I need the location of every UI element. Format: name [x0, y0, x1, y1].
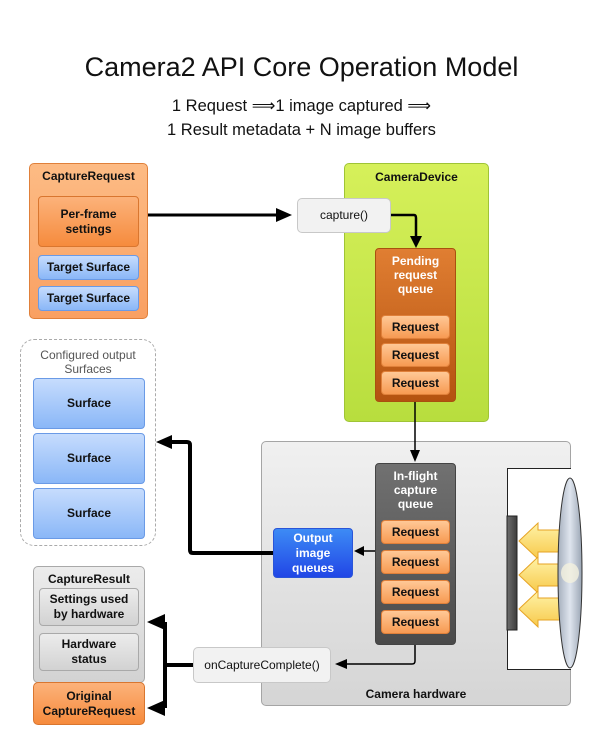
per-frame-settings-label: Per-frame settings	[60, 206, 117, 236]
pending-queue-label: Pending request queue	[391, 254, 440, 296]
arrow-inflight-to-callback	[346, 645, 416, 665]
settings-used-box: Settings used by hardware	[39, 588, 139, 626]
request-label: Request	[391, 554, 440, 569]
pending-request-item: Request	[381, 315, 450, 339]
pending-request-queue: Pending request queue Request Request Re…	[375, 248, 456, 402]
pending-request-item: Request	[381, 343, 450, 367]
diagram-title: Camera2 API Core Operation Model	[84, 52, 519, 82]
output-image-queues-box: Output image queues	[273, 528, 353, 578]
arrow-output-to-surfaces	[170, 440, 273, 555]
request-label: Request	[391, 319, 440, 334]
inflight-request-item: Request	[381, 580, 450, 604]
target-surface-label: Target Surface	[46, 291, 131, 305]
capture-result-box: CaptureResult Settings used by hardware …	[33, 566, 145, 683]
capture-result-label: CaptureResult	[47, 572, 130, 586]
camera-device-label: CameraDevice	[375, 170, 458, 184]
per-frame-settings-box: Per-frame settings	[38, 196, 139, 247]
arrowhead-icon	[276, 208, 292, 222]
arrowhead-icon	[335, 659, 347, 669]
arrowhead-icon	[147, 700, 165, 716]
request-label: Request	[391, 524, 440, 539]
capture-call-label: capture()	[319, 208, 369, 222]
surface-label: Surface	[66, 506, 112, 520]
target-surface-label: Target Surface	[46, 260, 131, 274]
on-capture-complete-box: onCaptureComplete()	[193, 647, 331, 683]
inflight-capture-queue: In-flight capture queue Request Request …	[375, 463, 456, 645]
settings-used-label: Settings used by hardware	[49, 592, 129, 621]
surface-box: Surface	[33, 378, 145, 429]
camera-hardware-label: Camera hardware	[365, 687, 467, 701]
arrowhead-icon	[410, 450, 420, 462]
surface-label: Surface	[66, 451, 112, 465]
inflight-request-item: Request	[381, 520, 450, 544]
request-label: Request	[391, 375, 440, 390]
capture-request-label: CaptureRequest	[42, 169, 135, 183]
configured-outputs-group: Configured output Surfaces Surface Surfa…	[20, 339, 156, 546]
subtitle-line-1: 1 Request ⟹1 image captured ⟹	[171, 97, 432, 115]
arrowhead-icon	[354, 546, 364, 556]
on-capture-complete-label: onCaptureComplete()	[204, 657, 320, 672]
original-capture-request-label: Original CaptureRequest	[42, 688, 136, 718]
request-label: Request	[391, 584, 440, 599]
pending-request-item: Request	[381, 371, 450, 395]
inflight-request-item: Request	[381, 610, 450, 634]
hardware-status-label: Hardware status	[61, 637, 117, 666]
arrowhead-icon	[147, 614, 165, 630]
arrow-capture-to-pending	[391, 213, 418, 236]
inflight-request-item: Request	[381, 550, 450, 574]
subtitle-line-2: 1 Result metadata + N image buffers	[167, 121, 436, 139]
arrowhead-icon	[410, 236, 422, 248]
target-surface-box: Target Surface	[38, 255, 139, 280]
request-label: Request	[391, 347, 440, 362]
image-sensor	[506, 515, 518, 631]
inflight-queue-label: In-flight capture queue	[393, 469, 438, 511]
arrowhead-icon	[156, 435, 172, 449]
capture-request-box: CaptureRequest Per-frame settings Target…	[29, 163, 148, 319]
output-image-queues-label: Output image queues	[291, 530, 334, 575]
original-capture-request-box: Original CaptureRequest	[33, 682, 145, 725]
target-surface-box: Target Surface	[38, 286, 139, 311]
capture-call-box: capture()	[297, 198, 391, 233]
request-label: Request	[391, 614, 440, 629]
hardware-status-box: Hardware status	[39, 633, 139, 671]
surface-box: Surface	[33, 488, 145, 539]
configured-outputs-label: Configured output Surfaces	[40, 348, 136, 376]
surface-box: Surface	[33, 433, 145, 484]
surface-label: Surface	[66, 396, 112, 410]
